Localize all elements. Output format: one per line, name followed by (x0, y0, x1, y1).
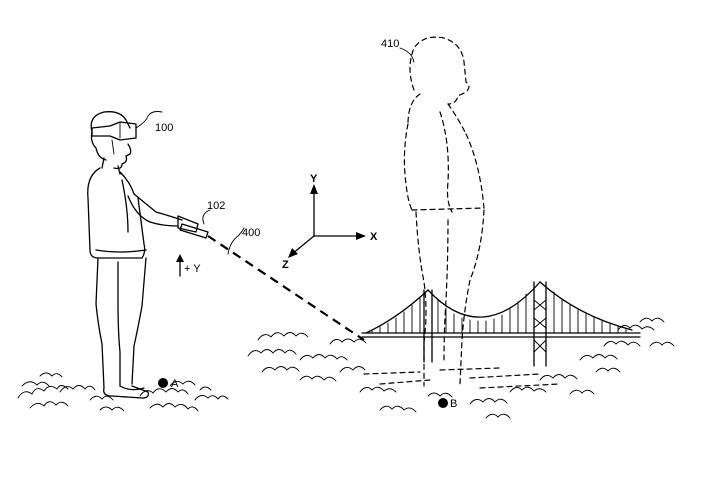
label-100: 100 (155, 122, 173, 134)
suspension-bridge (362, 282, 640, 366)
plus-y-indicator: + Y (176, 254, 201, 276)
axis-x-label: X (370, 231, 378, 243)
label-102: 102 (207, 200, 225, 212)
point-a-label: A (171, 378, 179, 390)
label-410: 410 (381, 38, 399, 50)
pointing-beam (208, 236, 364, 340)
left-ground-shrubs (18, 373, 228, 411)
plus-y-label: + Y (184, 263, 201, 275)
leader-line-102 (203, 210, 210, 224)
point-a-marker (158, 378, 168, 388)
label-400: 400 (242, 227, 260, 239)
water-ripples (364, 368, 560, 388)
coordinate-axes: Y X Z (282, 173, 378, 271)
axis-z-label: Z (282, 259, 289, 271)
avatar-outline (404, 37, 484, 386)
user-figure (88, 112, 198, 398)
point-b-label: B (450, 398, 457, 410)
point-b-marker (438, 398, 448, 408)
axis-y-label: Y (310, 173, 318, 185)
